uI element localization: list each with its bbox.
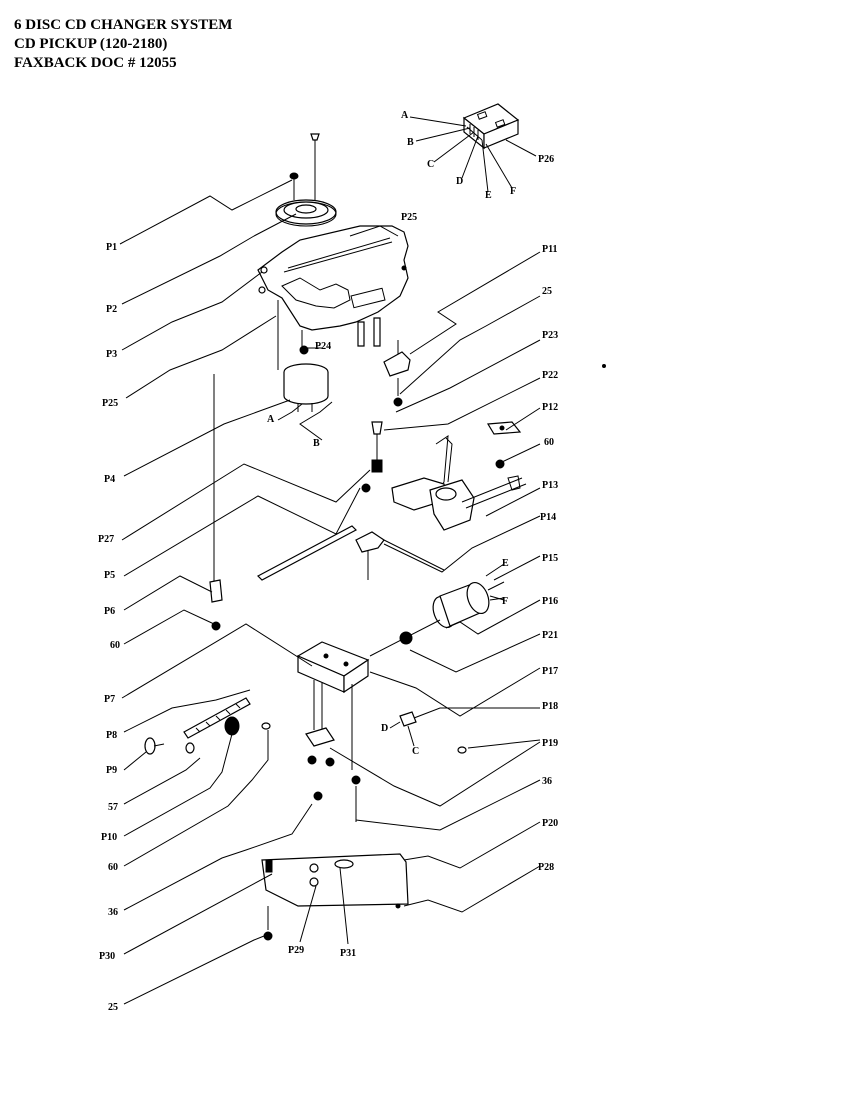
label-60-top: 60 — [544, 437, 554, 448]
label-p17: P17 — [542, 666, 558, 677]
optical-pickup-sled — [391, 435, 527, 531]
label-p19: P19 — [542, 738, 558, 749]
connector-leaders — [409, 116, 537, 193]
label-c: C — [427, 159, 434, 170]
label-p21: P21 — [542, 630, 558, 641]
label-d: D — [456, 176, 463, 187]
label-c-switch: C — [412, 746, 419, 757]
switch-and-screws — [305, 711, 467, 822]
label-p13: P13 — [542, 480, 558, 491]
label-57: 57 — [108, 802, 118, 813]
label-b-motor: B — [313, 438, 320, 449]
label-p7: P7 — [104, 694, 115, 705]
connector-p26 — [462, 103, 520, 150]
label-p16: P16 — [542, 596, 558, 607]
part-labels: A B C D E F P26 P1 P25 P11 25 P2 P23 P24… — [98, 110, 558, 1013]
label-60-mid: 60 — [110, 640, 120, 651]
label-p10: P10 — [101, 832, 117, 843]
label-p23: P23 — [542, 330, 558, 341]
label-f-motor: F — [502, 596, 508, 607]
label-p2: P2 — [106, 304, 117, 315]
label-p22: P22 — [542, 370, 558, 381]
label-p15: P15 — [542, 553, 558, 564]
label-p5: P5 — [104, 570, 115, 581]
worm-shaft-p8 — [183, 697, 251, 739]
label-p25-top: P25 — [401, 212, 417, 223]
label-p1: P1 — [106, 242, 117, 253]
turntable-assembly — [275, 133, 337, 227]
bracket-p11 — [383, 340, 411, 407]
header-doc-number: FAXBACK DOC # 12055 — [14, 55, 177, 71]
pin-and-spring — [361, 421, 383, 493]
pcb-board-p20 — [261, 853, 409, 941]
label-p26: P26 — [538, 154, 554, 165]
document-header: 6 DISC CD CHANGER SYSTEM CD PICKUP (120-… — [14, 16, 232, 73]
label-p6: P6 — [104, 606, 115, 617]
spring-plate-p12 — [486, 421, 522, 469]
label-a-motor: A — [267, 414, 275, 425]
label-d-switch: D — [381, 723, 388, 734]
label-25-top: 25 — [542, 286, 552, 297]
stray-mark — [602, 364, 606, 368]
label-p14: P14 — [540, 512, 556, 523]
label-e: E — [485, 190, 492, 201]
worm-gear-p21 — [399, 631, 413, 645]
label-p27: P27 — [98, 534, 114, 545]
label-p28: P28 — [538, 862, 554, 873]
label-36-left: 36 — [108, 907, 118, 918]
bracket-p6 — [209, 374, 223, 631]
header-title: 6 DISC CD CHANGER SYSTEM — [14, 17, 233, 33]
label-p31: P31 — [340, 948, 356, 959]
shaft-end-parts — [144, 716, 271, 755]
label-p20: P20 — [542, 818, 558, 829]
guide-rod-and-rack — [257, 525, 445, 581]
label-p9: P9 — [106, 765, 117, 776]
gear-bracket-p7 — [296, 641, 370, 770]
label-a: A — [401, 110, 409, 121]
label-p29: P29 — [288, 945, 304, 956]
label-p3: P3 — [106, 349, 117, 360]
spindle-motor — [283, 345, 329, 412]
label-f: F — [510, 186, 516, 197]
label-p8: P8 — [106, 730, 117, 741]
main-chassis-plate — [257, 225, 409, 370]
label-b: B — [407, 137, 414, 148]
label-p4: P4 — [104, 474, 115, 485]
label-p12: P12 — [542, 402, 558, 413]
label-60-bottom: 60 — [108, 862, 118, 873]
label-p24: P24 — [315, 341, 331, 352]
label-p30: P30 — [99, 951, 115, 962]
label-e-motor: E — [502, 558, 509, 569]
callout-leader-lines — [119, 179, 541, 1005]
label-p11: P11 — [542, 244, 558, 255]
label-p18: P18 — [542, 701, 558, 712]
label-36-right: 36 — [542, 776, 552, 787]
sled-motor — [369, 581, 505, 657]
header-subtitle: CD PICKUP (120-2180) — [14, 36, 168, 52]
label-p25: P25 — [102, 398, 118, 409]
label-25-bottom: 25 — [108, 1002, 118, 1013]
